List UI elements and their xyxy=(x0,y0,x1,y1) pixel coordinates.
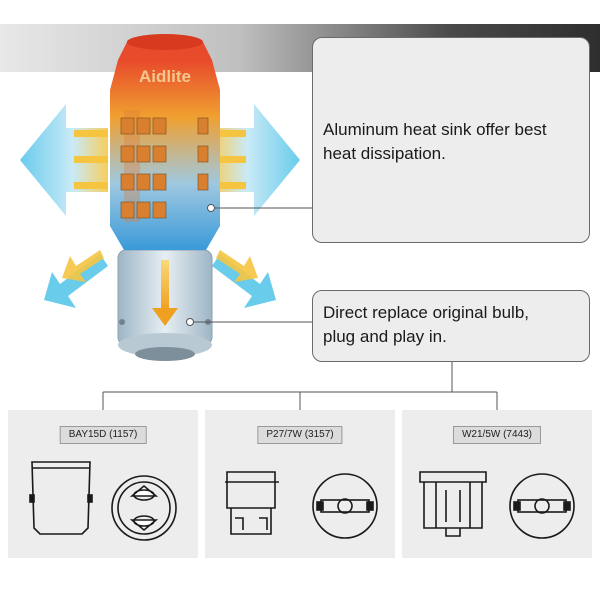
bulb-body xyxy=(110,34,220,250)
base-label: P27/7W (3157) xyxy=(257,426,343,444)
down-arrow-icon xyxy=(152,260,178,326)
callout-leader-lines xyxy=(186,204,312,326)
heat-stripes-left xyxy=(74,130,108,189)
callout-heat-sink: Aluminum heat sink offer best heat dissi… xyxy=(312,37,590,243)
base-connector-tree xyxy=(102,362,498,410)
base-label: BAY15D (1157) xyxy=(59,426,147,444)
bay15d-diagram xyxy=(29,461,177,541)
callout-plug-and-play: Direct replace original bulb, plug and p… xyxy=(312,290,590,362)
heat-arrow-lower-right xyxy=(212,250,276,308)
heat-arrow-lower-left xyxy=(44,250,108,308)
brand-logo: Aidlite xyxy=(139,67,191,86)
p27-diagram xyxy=(225,471,378,539)
base-panel-w21: W21/5W (7443) xyxy=(402,410,592,558)
callout-heat-line1: Aluminum heat sink offer best xyxy=(323,120,547,139)
w21-diagram xyxy=(419,471,575,539)
callout-plug-line2: plug and play in. xyxy=(323,327,447,346)
base-panel-bay15d: BAY15D (1157) xyxy=(8,410,198,558)
callout-heat-line2: heat dissipation. xyxy=(323,144,446,163)
callout-plug-line1: Direct replace original bulb, xyxy=(323,303,529,322)
heat-stripes-right xyxy=(212,130,246,189)
base-panel-p27: P27/7W (3157) xyxy=(205,410,395,558)
base-label: W21/5W (7443) xyxy=(452,426,542,444)
